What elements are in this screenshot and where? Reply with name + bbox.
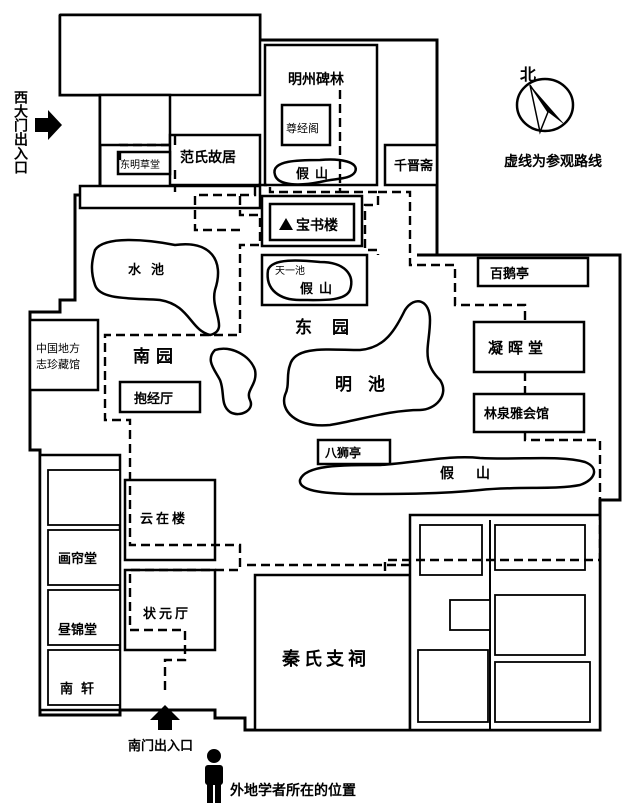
- east-garden-label: 东园: [295, 317, 369, 338]
- zunjingge-block: [280, 103, 332, 147]
- dongming-cottage-label: 东明草堂: [120, 158, 160, 171]
- hualian-hall-label: 画帘堂: [58, 551, 97, 567]
- ming-pond-label: 明池: [335, 374, 401, 395]
- baojing-hall-label: 抱经厅: [134, 391, 173, 407]
- zhoujin-hall-block: [47, 589, 121, 646]
- south-entry-arrow-icon: [150, 705, 180, 730]
- jiashan-mid-label: 假山: [300, 281, 338, 297]
- qin-ancestral-label: 秦氏支祠: [281, 648, 370, 670]
- south-gate-label: 南门出入口: [128, 738, 193, 754]
- yunzai-lou-block: [123, 478, 217, 562]
- baie-pavilion-label: 百鹅亭: [490, 266, 529, 282]
- visit-route-west-link: [118, 135, 177, 192]
- west-entry-arrow-icon: [35, 110, 62, 140]
- visit-route-east: [378, 190, 602, 455]
- visit-route-north: [240, 90, 380, 255]
- jiashan-south-label: 假山: [440, 465, 512, 482]
- south-pavilion-block: [47, 649, 121, 706]
- linquan-club-label: 林泉雅会馆: [484, 406, 549, 422]
- north-hall-block: [58, 13, 262, 97]
- se-room-4: [494, 594, 586, 656]
- ninghui-hall-label: 凝晖堂: [488, 339, 548, 357]
- fan-residence-block: [168, 133, 262, 187]
- jiashan-north-label: 假山: [296, 166, 334, 182]
- qin-ancestral-block: [253, 573, 412, 732]
- linquan-club-block: [472, 392, 586, 434]
- visitor-person-icon: [205, 749, 223, 803]
- compass: [515, 77, 575, 135]
- bashi-pavilion-block: [316, 438, 392, 466]
- jiashan-mid-shape: [266, 259, 353, 302]
- zhuangyuan-hall-label: 状元厅: [143, 606, 191, 622]
- tianyi-pond-label: 天一池: [275, 264, 305, 277]
- water-pond-shape: [90, 238, 221, 337]
- zhoujin-hall-label: 昼锦堂: [58, 622, 97, 638]
- qianjin-study-block: [383, 143, 439, 187]
- jiashan-south-shape: [298, 456, 596, 496]
- west-gate-label: 西大门出入口: [12, 90, 28, 174]
- legend-text: 虚线为参观路线: [504, 153, 602, 170]
- se-room-2: [494, 524, 586, 571]
- yunzai-lou-label: 云在楼: [140, 511, 188, 527]
- ming-pond-shape: [282, 300, 445, 427]
- ninghui-hall-block: [472, 320, 586, 374]
- water-pond-label: 水池: [128, 262, 174, 278]
- hualian-hall-block: [47, 529, 121, 586]
- south-garden-label: 南园: [133, 346, 179, 367]
- baoshu-lou-label: 宝书楼: [296, 217, 338, 234]
- baie-pavilion-block: [476, 256, 590, 288]
- qianjin-study-label: 千晋斋: [394, 158, 434, 174]
- visitor-label: 外地学者所在的位置: [230, 782, 356, 799]
- baoshu-triangle-icon: [279, 218, 293, 230]
- central-corridor-block: [78, 184, 262, 210]
- west-room-1: [47, 469, 121, 526]
- visit-route-main: [103, 193, 262, 690]
- south-garden-rock-shape: [209, 347, 257, 416]
- jiashan-north-shape: [273, 158, 357, 186]
- zunjingge-label: 尊经阁: [286, 121, 319, 135]
- se-room-6: [494, 661, 591, 723]
- baojing-hall-block: [118, 380, 202, 414]
- south-pavilion-label: 南轩: [60, 681, 102, 697]
- bashi-pavilion-label: 八狮亭: [324, 445, 361, 460]
- north-label: 北: [520, 65, 536, 84]
- zhuangyuan-hall-block: [123, 568, 217, 652]
- mingzhou-stele-label: 明州碑林: [288, 71, 344, 88]
- local-chronicles-label-1: 中国地方: [36, 341, 80, 355]
- visit-route-south: [245, 455, 602, 575]
- se-room-1: [419, 524, 483, 576]
- west-annex-block: [98, 93, 172, 147]
- local-chronicles-block: [28, 318, 100, 392]
- dongming-cottage-block: [116, 150, 172, 176]
- se-room-5: [417, 649, 489, 723]
- local-chronicles-label-2: 志珍藏馆: [36, 357, 80, 371]
- fan-residence-label: 范氏故居: [180, 149, 236, 166]
- se-room-3: [449, 599, 491, 631]
